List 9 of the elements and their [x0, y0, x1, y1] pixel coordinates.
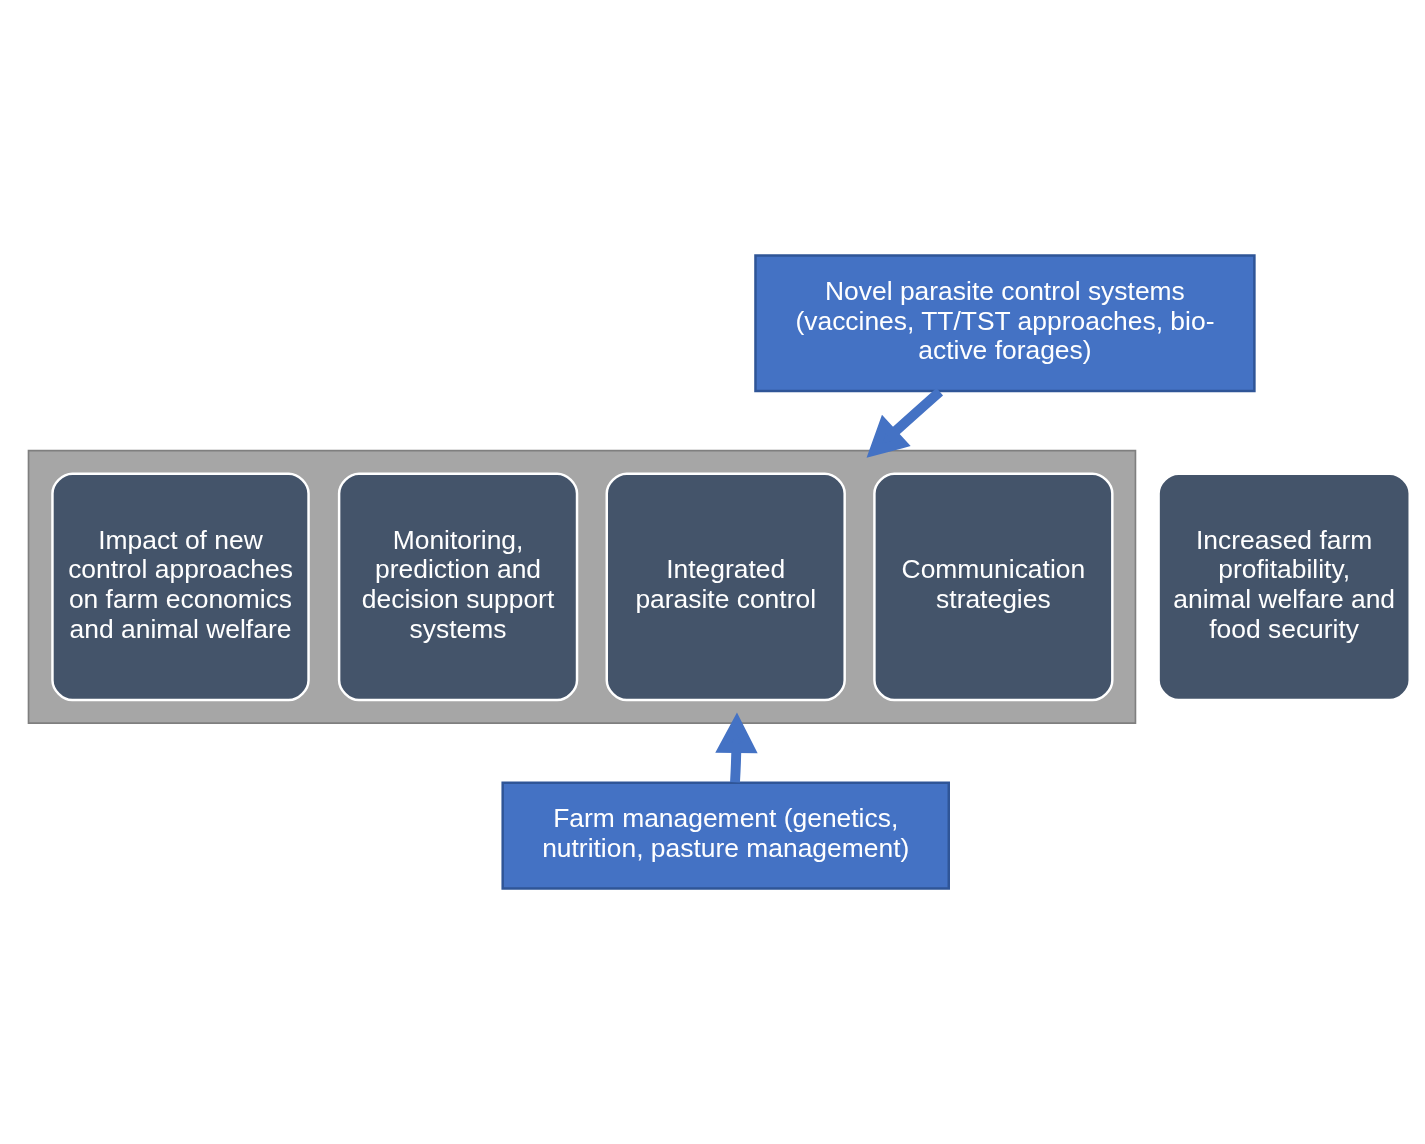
cluster — [27, 449, 1137, 724]
node-box: Integrated parasite control — [605, 472, 846, 702]
node-box: Increased farm profitability, animal welfare and food security — [1157, 472, 1411, 702]
node-box: Impact of new control approaches on farm economics and animal welfare — [51, 472, 310, 702]
node-box: Monitoring, prediction and decision support systems — [337, 472, 579, 702]
node-box: Novel parasite control systems (vaccines, TT/TST approaches, bio-active forages) — [754, 254, 1256, 393]
arrow — [866, 388, 944, 458]
node-box: Farm management (genetics, nutrition, pasture management) — [501, 781, 950, 890]
node-box: Communication strategies — [873, 472, 1114, 702]
